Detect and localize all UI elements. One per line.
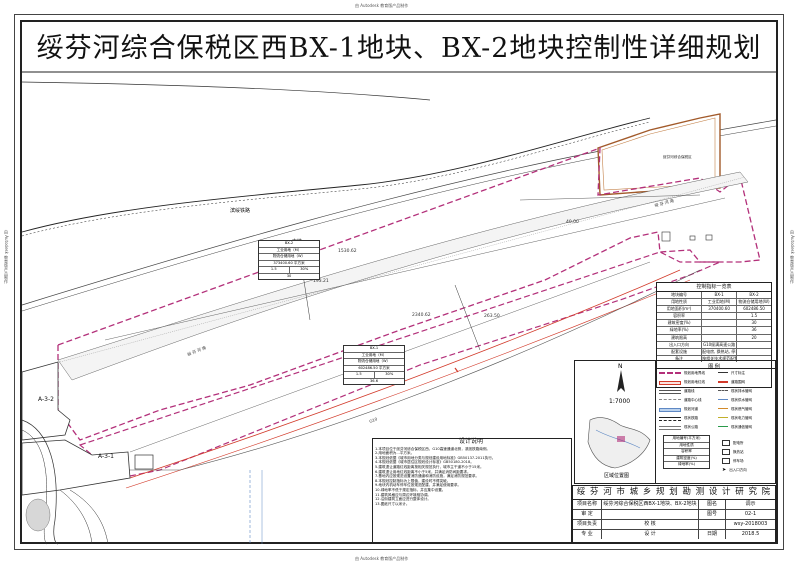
note-line: 1.本项目位于绥芬河综合保税区西，G10高速通道北侧，滨绥铁路南侧。 [375, 446, 491, 451]
power-icon [722, 440, 730, 446]
note-line: 12.沿街建筑立面应进行整体设计。 [375, 497, 432, 502]
location-caption: 区域位置图 [604, 473, 630, 479]
legend-item: 现状电力管网 [718, 416, 752, 421]
title-block: 绥 芬 河 市 城 乡 规 划 勘 测 设 计 研 究 院 项目名称 绥芬河综合… [572, 485, 776, 543]
label-river-a: 绥 芬 河 南 [186, 344, 207, 357]
note-line: 7.基地内应按规范设置消防通道和消防设施，满足消防规范要求。 [375, 474, 480, 479]
drawing-title: 绥芬河综合保税区西BX-1地块、BX-2地块控制性详细规划 [36, 33, 762, 64]
note-line: 5.建筑退让道路红线距离按相关规范执行，城市主干道不小于15米。 [375, 464, 484, 469]
plot-box-bx1: BX-1 工业用地（M） 物流仓储用地（W） 602486.50 平方米 1.5… [343, 345, 405, 385]
table-row: 备注按相关技术规范配置 [657, 355, 771, 362]
entrance-arrow-icon: ➤ [722, 467, 727, 473]
plot-bx1-use: 工业用地（M） [344, 353, 404, 359]
plot-bx1-code: 36.6 [369, 378, 378, 383]
legend-item: 换热站 [722, 449, 744, 455]
legend-item: 停车场 [722, 458, 744, 464]
legend-item: 道路围网 [718, 380, 745, 385]
parking-icon [722, 458, 730, 464]
title-block-row: 审 定 图号 02-1 [573, 510, 775, 520]
note-line: 4.本规划依据《城市居住区规划设计标准》GB50180-2018。 [375, 460, 474, 465]
heat-station-icon [722, 449, 730, 455]
note-line: 13.图纸尺寸以米计。 [375, 501, 410, 506]
legend-item: 尺寸标注 [718, 371, 745, 376]
control-table-header: 控制指标一览表 [657, 283, 771, 292]
plot-bx2-density: 30% [300, 267, 309, 271]
plot-bx2-area: 373400.60 平方米 [259, 261, 319, 267]
top-watermark-text: 由 Autodesk 教育版产品制作 [355, 3, 409, 8]
note-line: 10.绿地率不低于规定指标，并应集中设置。 [375, 487, 446, 492]
dim-label-3: 2340.62 [412, 312, 431, 318]
legend-item: 现状排水管网 [718, 389, 752, 394]
label-a32: A-3-2 [38, 396, 54, 403]
legend-item: 现状铁路 [659, 416, 698, 421]
dim-label-1: 1530.62 [338, 248, 357, 254]
label-zone: 绥芬河综合保税区 [663, 154, 692, 159]
label-road-g10: G10 [369, 416, 379, 424]
note-line: 3.本规划依据《城市用地分类与规划建设用地标准》GB50137-2011执行。 [375, 455, 496, 460]
label-river-b: 绥 芬 河 南 [654, 197, 675, 208]
legend-header-line [655, 360, 776, 369]
legend-item: 现状燃气管网 [718, 407, 752, 412]
label-binsui-railway: 滨绥铁路 [230, 207, 250, 214]
legend-item: 现状供水管网 [718, 398, 752, 403]
notes-title: 设计说明 [458, 438, 483, 445]
notes-frame [372, 438, 572, 544]
table-row: 绿地率(%)36 [657, 327, 771, 335]
dim-label-4: 263.50 [484, 313, 500, 319]
right-watermark-text: 由 Autodesk 教育版产品制作 [790, 230, 795, 284]
plot-bx2-code: 30 [286, 273, 292, 278]
plot-bx1-density: 30% [385, 372, 394, 376]
label-a31: A-3-1 [98, 453, 114, 460]
plot-bx2-far: 1.5 [259, 267, 290, 273]
bottom-watermark-text: 由 Autodesk 教育版产品制作 [355, 556, 409, 561]
plot-bx2-name: BX-2 [259, 241, 319, 248]
table-row: 建筑密度(%)30 [657, 320, 771, 328]
plot-bx1-far: 1.5 [344, 372, 375, 378]
note-line: 9.地块内机动车停车位按规范配建，并满足使用要求。 [375, 483, 462, 488]
table-row: 用地性质工业用地(M)物流仓储用地(W) [657, 299, 771, 307]
left-watermark-text: 由 Autodesk 教育版产品制作 [4, 230, 9, 284]
plot-bx2-use2: 物流仓储用地（W） [259, 254, 319, 261]
note-line: 6.建筑退让用地红线距离不小于5米，并满足消防间距要求。 [375, 469, 471, 474]
note-line: 2.用地面积为...平方米。 [375, 451, 415, 456]
plot-bx1-use2: 物流仓储用地（W） [344, 359, 404, 366]
plot-bx2-use: 工业用地（M） [259, 248, 319, 254]
dim-label-5: 40.00 [566, 219, 579, 225]
design-notes: 设计说明 1.本项目位于绥芬河综合保税区西，G10高速通道北侧，滨绥铁路南侧。 … [375, 438, 567, 544]
scale-label: 1:7000 [609, 398, 631, 405]
plot-bx1-area: 602486.50 平方米 [344, 366, 404, 372]
title-block-row: 专 业 设 计 日期 2018.5 [573, 530, 775, 539]
legend-item: 规划用地界线 [659, 371, 705, 376]
plot-box-bx2: BX-2 工业用地（M） 物流仓储用地（W） 373400.60 平方米 1.5… [258, 240, 320, 280]
legend-item: 现状公路 [659, 425, 698, 430]
plot-bx1-name: BX-1 [344, 346, 404, 353]
legend-item: 规划河道 [659, 407, 698, 412]
note-line: 8.本规划控制指标为上限值，建设时不得突破。 [375, 478, 451, 483]
legend-frame [574, 360, 776, 484]
legend-item: 道路线 [659, 389, 695, 394]
legend-item: 道路中心线 [659, 398, 702, 403]
note-line: 11.建筑风格应与周边环境相协调。 [375, 492, 432, 497]
legend-item: ➤出入口方向 [722, 467, 747, 473]
legend-item: 现状通信管网 [718, 425, 752, 430]
outer-frame [14, 14, 784, 550]
legend-item: 配电所 [722, 440, 744, 446]
dim-label-2: 193.21 [313, 278, 329, 284]
organization-name: 绥 芬 河 市 城 乡 规 划 勘 测 设 计 研 究 院 [573, 486, 775, 500]
legend-mini-box: 用地编号(平方米) 用地性质 容积率 建筑密度(%) 绿地率(%) [663, 435, 710, 469]
title-block-row: 项目负责 校 核 wsy-2018003 [573, 520, 775, 530]
title-block-row: 项目名称 绥芬河综合保税区西BX-1地块、BX-2地块 图名 调示 [573, 500, 775, 510]
legend-divider [655, 360, 656, 484]
legend-title: 图 例 [708, 364, 720, 370]
legend-item: 规划用地红线 [659, 380, 705, 385]
